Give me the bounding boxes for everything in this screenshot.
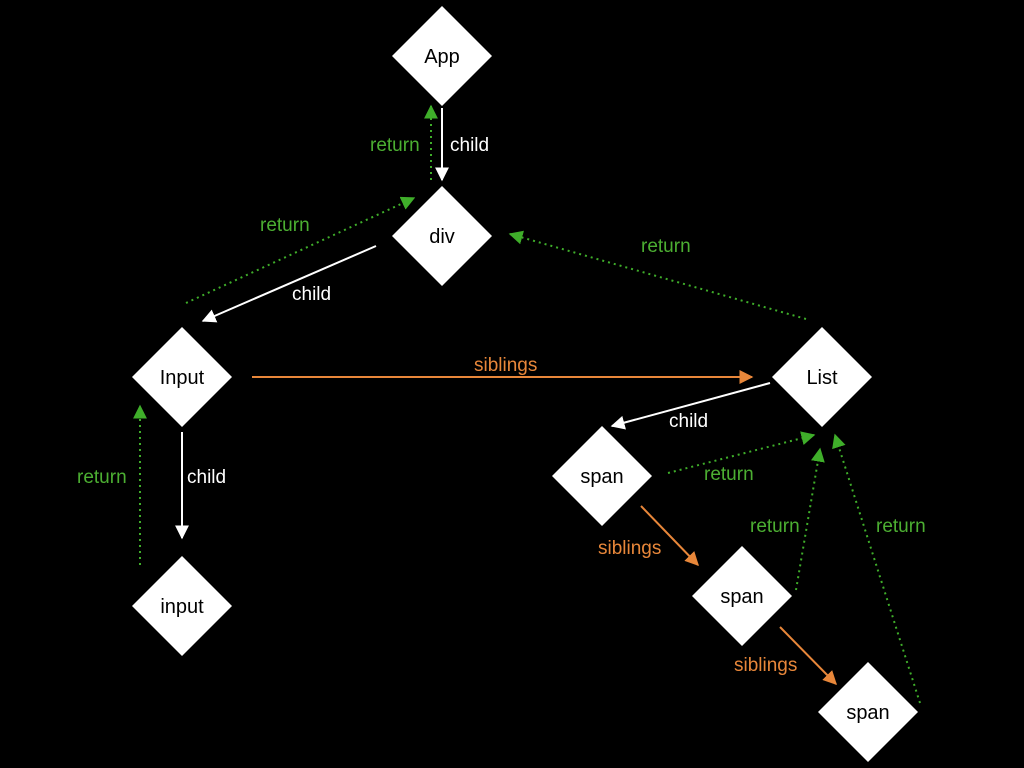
edge-label-span2-span3-siblings: siblings bbox=[734, 655, 797, 676]
edge-label-div-app-return: return bbox=[370, 135, 420, 156]
node-span-3-label: span bbox=[846, 702, 889, 724]
edge-label-span2-list-return: return bbox=[750, 516, 800, 537]
node-div-label: div bbox=[429, 226, 455, 248]
edge-label-span3-list-return: return bbox=[876, 516, 926, 537]
node-input-component-label: Input bbox=[160, 367, 205, 389]
node-input-element-label: input bbox=[160, 596, 204, 618]
node-span-2-label: span bbox=[720, 586, 763, 608]
edge-label-input-div-return: return bbox=[260, 215, 310, 236]
edge-label-list-div-return: return bbox=[641, 236, 691, 257]
node-list: List bbox=[772, 327, 872, 427]
edge-label-input-list-siblings: siblings bbox=[474, 355, 537, 376]
node-app-shape bbox=[392, 6, 492, 106]
edge-label-span1-span2-siblings: siblings bbox=[598, 538, 661, 559]
node-div-shape bbox=[392, 186, 492, 286]
edge-label-list-span1-child: child bbox=[669, 411, 708, 432]
node-span-1-label: span bbox=[580, 466, 623, 488]
node-app: App bbox=[392, 6, 492, 106]
node-span-1: span bbox=[552, 426, 652, 526]
node-span-2: span bbox=[692, 546, 792, 646]
node-list-shape bbox=[772, 327, 872, 427]
node-app-label: App bbox=[424, 46, 460, 68]
edge-label-span1-list-return: return bbox=[704, 464, 754, 485]
edge-label-input-inputel-child: child bbox=[187, 467, 226, 488]
node-span-3: span bbox=[818, 662, 918, 762]
node-input-component-shape bbox=[132, 327, 232, 427]
node-list-label: List bbox=[806, 367, 838, 389]
node-input-component: Input bbox=[132, 327, 232, 427]
node-span-3-shape bbox=[818, 662, 918, 762]
edge-label-inputel-input-return: return bbox=[77, 467, 127, 488]
edge-list-span1-child bbox=[610, 382, 771, 430]
edge-label-div-input-child: child bbox=[292, 284, 331, 305]
node-input-element: input bbox=[132, 556, 232, 656]
node-span-2-shape bbox=[692, 546, 792, 646]
edge-label-app-div-child: child bbox=[450, 135, 489, 156]
edge-div-input-child bbox=[201, 245, 377, 323]
edge-span1-span2-siblings bbox=[640, 505, 699, 567]
edge-span2-span3-siblings bbox=[779, 626, 837, 685]
edge-span1-list-return bbox=[667, 431, 816, 474]
node-input-element-shape bbox=[132, 556, 232, 656]
node-span-1-shape bbox=[552, 426, 652, 526]
node-div: div bbox=[392, 186, 492, 286]
edge-span3-list-return bbox=[832, 433, 921, 704]
